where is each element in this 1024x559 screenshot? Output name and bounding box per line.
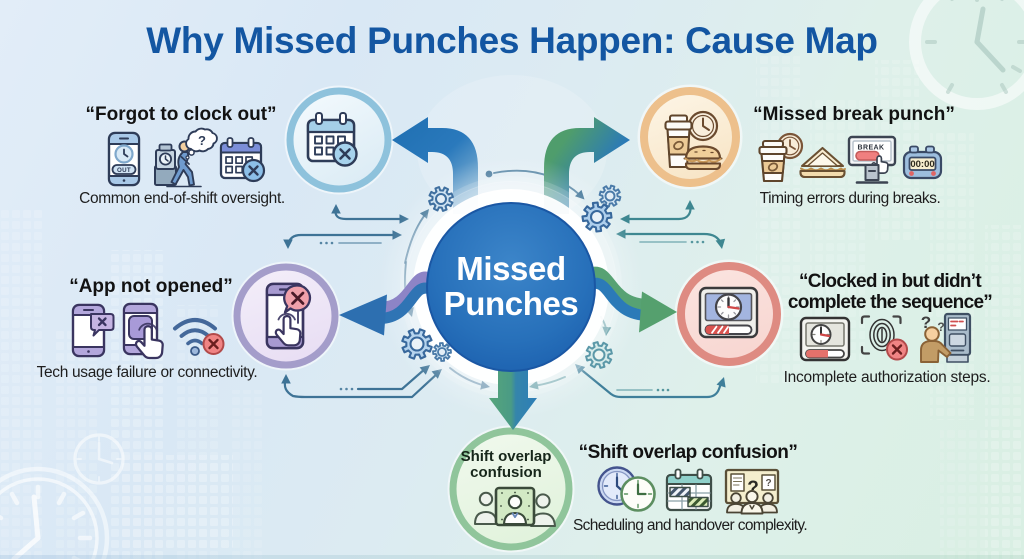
svg-text:?: ? [921,313,931,332]
svg-text:OUT: OUT [117,167,131,174]
svg-text:BREAK: BREAK [858,145,885,152]
svg-text:?: ? [747,478,759,499]
svg-text:00:00: 00:00 [910,159,934,170]
svg-text:?: ? [937,320,944,334]
svg-text:?: ? [198,133,206,148]
svg-text:?: ? [765,478,771,489]
